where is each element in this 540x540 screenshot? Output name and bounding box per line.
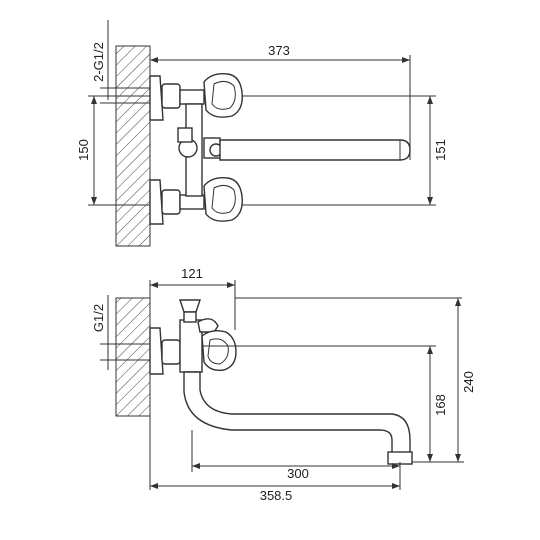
bottom-view: 121 G1/2 [91,266,476,503]
top-view: 373 2-G1/2 150 151 [76,20,448,247]
wall-hatch-bottom [115,297,151,417]
thread-label-bottom-text: G1/2 [91,304,106,332]
dim-150-label: 150 [76,139,91,161]
dim-150: 150 [76,95,150,206]
wall-hatch-top [115,45,151,247]
inlet-bottom [149,327,181,375]
spout-top [219,139,411,161]
dim-373: 373 [150,43,411,160]
dim-358-5-label: 358.5 [260,488,293,503]
mixer-body-bottom [179,299,219,373]
dim-151-label: 151 [433,139,448,161]
dim-300: 300 [191,430,401,490]
lower-inlet [149,179,205,225]
dim-121: 121 [149,266,236,330]
dim-168-label: 168 [433,394,448,416]
dim-373-label: 373 [268,43,290,58]
dim-240: 240 [455,298,476,462]
lower-handle [203,176,243,222]
dim-358-5: 358.5 [149,416,400,503]
upper-inlet [149,75,205,121]
dim-151: 151 [240,95,448,206]
dim-121-label: 121 [181,266,203,281]
thread-label-top-text: 2-G1/2 [91,42,106,82]
spout-bottom [183,371,413,465]
dim-240-label: 240 [461,371,476,393]
dim-300-label: 300 [287,466,309,481]
mixer-body-top [177,103,223,197]
upper-handle [203,72,243,118]
dim-168: 168 [427,346,448,462]
handle-bottom [201,329,237,372]
